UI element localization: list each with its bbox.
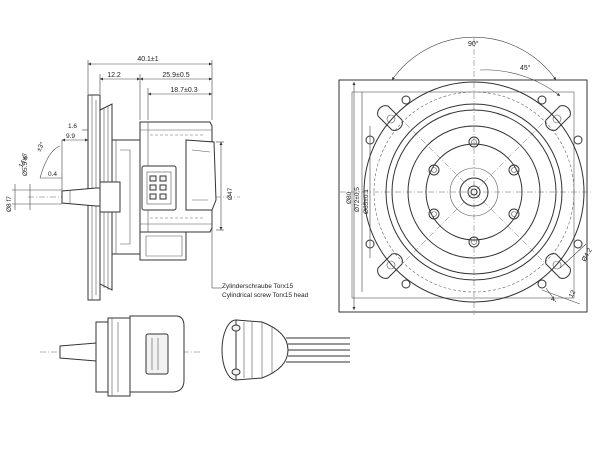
shaft xyxy=(61,187,101,207)
angle-90: 90° xyxy=(468,40,479,48)
screw-note-line1: Zylinderschraube Torx15 xyxy=(222,283,293,290)
dim-chamfer: 0.4 xyxy=(48,171,57,178)
lower-bracket xyxy=(139,231,187,261)
dim-body-inner: 18.7±0.3 xyxy=(170,87,197,94)
dim-body: 25.9±0.5 xyxy=(162,72,189,79)
pilot-circle xyxy=(407,125,541,259)
side-view: 40.1±1 12.2 25.9±0.5 18.7±0.3 1.6 9.9 14… xyxy=(6,56,240,301)
square-outline xyxy=(338,79,588,313)
cable-wires xyxy=(286,337,350,363)
hub xyxy=(99,181,121,213)
connector-pins xyxy=(149,175,167,200)
dim-flange: 12.2 xyxy=(107,72,121,79)
cable-view xyxy=(221,319,350,381)
screw-note-line2: Cylindrical screw Torx15 head xyxy=(222,292,309,299)
bottom-connector xyxy=(145,333,169,375)
dim-slot: 12 xyxy=(568,289,578,299)
dim-corner: 4 xyxy=(551,296,555,303)
inner-holes xyxy=(428,136,520,248)
pcd-circle xyxy=(373,91,575,293)
dim-hub-d: Ø5.5 h7 xyxy=(22,152,29,176)
dim-outer: Ø80 xyxy=(346,191,353,204)
dim-pcd: Ø72±0.5 xyxy=(354,187,361,212)
shaft-circle xyxy=(470,188,478,196)
dim-step: 1.6 xyxy=(68,123,77,130)
dim-shaft-len: 9.9 xyxy=(66,133,75,140)
dim-hole: Ø4.2 xyxy=(581,247,594,263)
angle-45: 45° xyxy=(520,64,531,72)
outer-circle xyxy=(363,81,585,303)
mounting-slots xyxy=(365,95,583,289)
bottom-flange xyxy=(95,321,109,393)
dim-pilot: Ø65±0.1 xyxy=(363,189,370,214)
electronics-cover xyxy=(185,139,217,211)
dim-shaft-d: Ø8 f7 xyxy=(6,196,13,212)
screw-note: Zylinderschraube Torx15 Cylindrical scre… xyxy=(211,212,309,299)
hub-circle xyxy=(459,177,489,207)
dim-body-d: Ø47 xyxy=(227,187,234,200)
bottom-shaft xyxy=(59,342,97,362)
bottom-view xyxy=(40,315,200,397)
bottom-rim xyxy=(107,317,131,397)
dim-angle: ±3° xyxy=(35,140,47,153)
dim-total: 40.1±1 xyxy=(137,56,158,63)
front-view: 90° 45° Ø80 Ø72±0.5 Ø65±0.1 Ø4.2 12 4 xyxy=(338,36,594,315)
